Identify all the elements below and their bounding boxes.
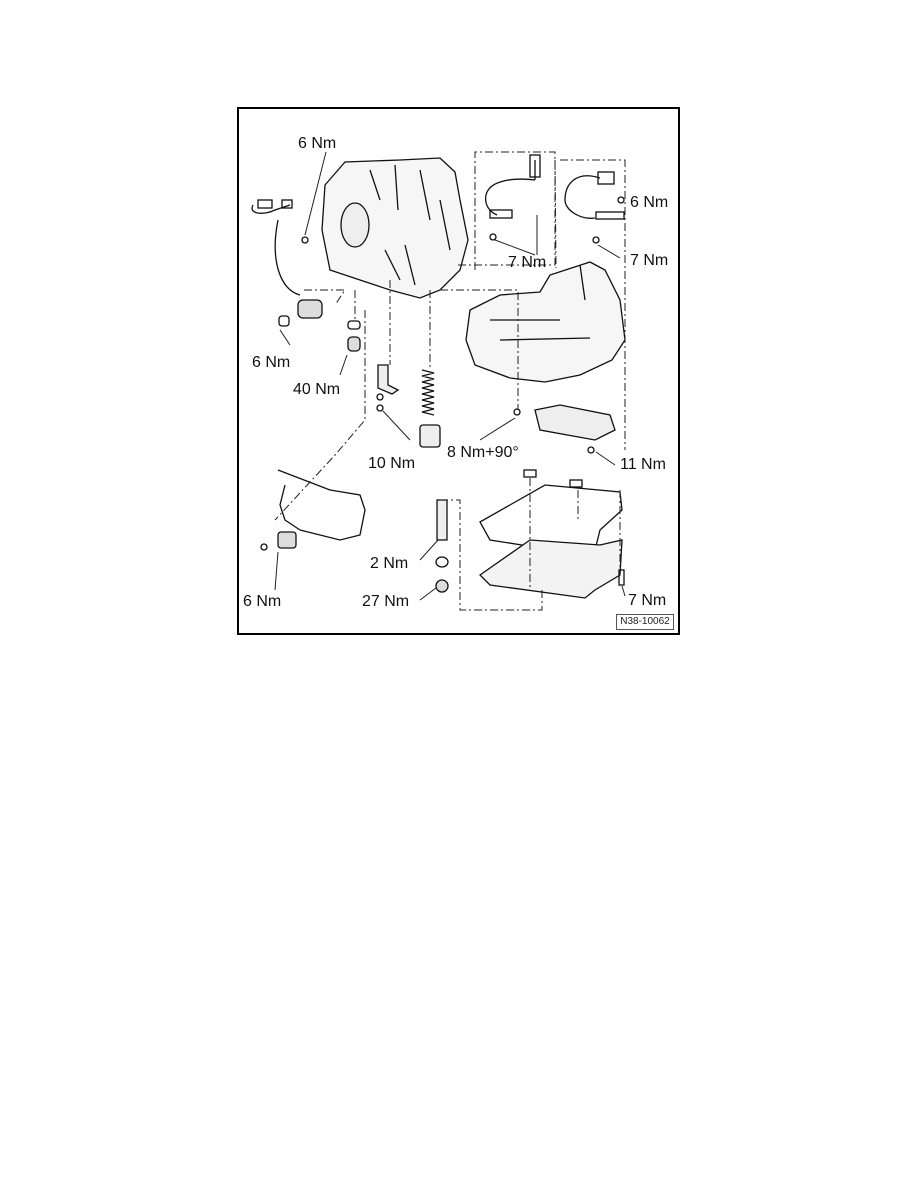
torque-label: 7 Nm <box>628 592 667 609</box>
torque-label: 7 Nm <box>508 254 547 271</box>
valve-body-drawing <box>465 261 626 383</box>
torque-label: 6 Nm <box>298 135 337 152</box>
transmission-case-drawing <box>321 157 469 299</box>
torque-label: 27 Nm <box>362 593 410 610</box>
torque-label: 2 Nm <box>370 555 409 572</box>
torque-label: 6 Nm <box>243 593 282 610</box>
lower-harness-drawing <box>277 469 366 541</box>
torque-label: 11 Nm <box>620 456 666 473</box>
torque-label: 6 Nm <box>630 194 669 211</box>
torque-label: 10 Nm <box>368 455 416 472</box>
torque-label: 40 Nm <box>293 381 341 398</box>
torque-label: 7 Nm <box>630 252 669 269</box>
torque-label: 8 Nm+90° <box>447 444 519 461</box>
torque-label: 6 Nm <box>252 354 291 371</box>
left-harness-wire <box>251 204 301 296</box>
figure-id: N38-10062 <box>616 614 674 630</box>
oil-pan-drawing <box>478 539 623 599</box>
